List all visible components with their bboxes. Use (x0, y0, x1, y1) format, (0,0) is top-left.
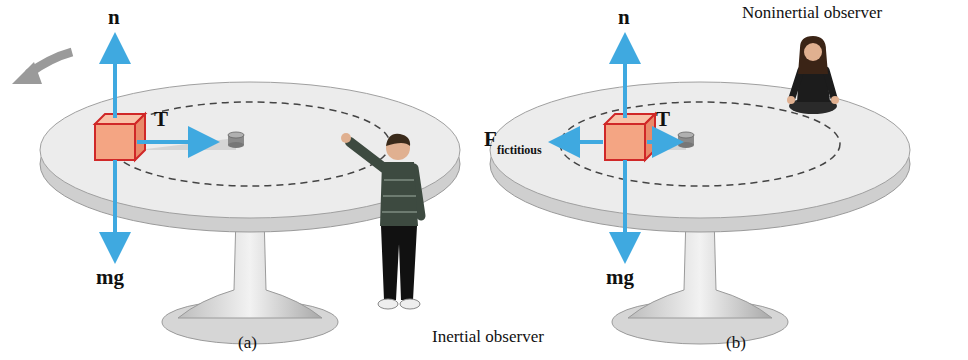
panel-label: (b) (726, 334, 746, 353)
circular-path (110, 102, 390, 186)
weight-arrow (113, 160, 117, 256)
normal-force-arrow (623, 40, 627, 118)
vector-label: mg (606, 266, 634, 289)
center-post (228, 132, 244, 148)
noninertial-observer-figure (787, 36, 839, 114)
string-shadow (138, 138, 236, 150)
observer-label: Inertial observer (432, 328, 544, 347)
table-top (490, 82, 910, 218)
block (605, 114, 655, 160)
vector-label: n (108, 6, 120, 29)
observer-label: Noninertial observer (742, 4, 882, 23)
center-post (678, 132, 694, 148)
tension-arrow (647, 140, 676, 144)
vector-label: n (618, 6, 630, 29)
vector-label: mg (96, 266, 124, 289)
block (95, 114, 145, 160)
panel-label: (a) (238, 334, 257, 353)
inertial-observer-figure (341, 133, 421, 309)
normal-force-arrow (113, 40, 117, 118)
turntable-b (490, 40, 910, 344)
rotation-arrow-head (12, 62, 42, 84)
fictitious-force-arrow (556, 140, 603, 144)
vector-label: T (154, 108, 168, 131)
vector-label: F (484, 128, 497, 151)
tension-arrow (137, 140, 212, 144)
weight-arrow (623, 160, 627, 256)
turntable-a (12, 40, 460, 344)
subscript-label: fictitious (497, 144, 542, 157)
vector-label: T (656, 108, 670, 131)
